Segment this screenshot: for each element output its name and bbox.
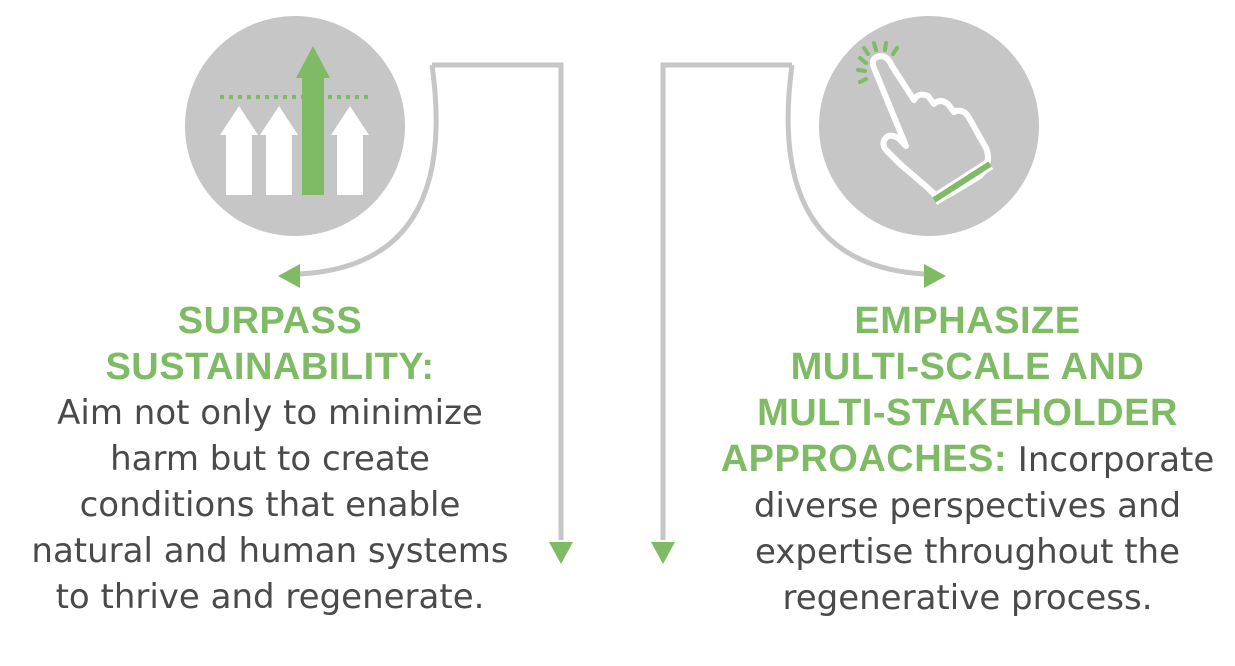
right-vertical-connector bbox=[660, 62, 792, 540]
left-body-line: to thrive and regenerate. bbox=[55, 577, 485, 617]
left-body-line: harm but to create bbox=[110, 439, 430, 479]
right-heading-line-1: EMPHASIZE bbox=[854, 300, 1081, 342]
right-arrowhead-icon bbox=[924, 264, 946, 288]
right-heading-line-4: APPROACHES: bbox=[720, 438, 1007, 480]
right-body-line: diverse perspectives and bbox=[753, 486, 1182, 526]
right-heading-line-2: MULTI-SCALE AND bbox=[790, 346, 1145, 388]
right-text-block: EMPHASIZE MULTI-SCALE AND MULTI-STAKEHOL… bbox=[700, 298, 1235, 621]
right-down-arrowhead-icon bbox=[651, 542, 675, 564]
right-heading-body-line: APPROACHES: Incorporate bbox=[700, 436, 1235, 483]
left-heading-line-1: SURPASS bbox=[177, 300, 363, 342]
left-body-line: conditions that enable bbox=[79, 485, 461, 525]
left-arrowhead-icon bbox=[278, 264, 300, 288]
right-heading-line-3: MULTI-STAKEHOLDER bbox=[757, 392, 1178, 434]
left-curved-connector bbox=[299, 64, 439, 277]
left-icon-circle bbox=[185, 16, 405, 236]
right-body-line: expertise throughout the bbox=[754, 532, 1181, 572]
right-body-lead: Incorporate bbox=[1007, 440, 1215, 480]
left-vertical-connector bbox=[432, 62, 564, 540]
right-icon-circle bbox=[819, 16, 1039, 236]
left-body-line: Aim not only to minimize bbox=[57, 393, 483, 433]
connector-lines bbox=[299, 62, 926, 540]
left-down-arrowhead-icon bbox=[549, 542, 573, 564]
right-body-line: regenerative process. bbox=[782, 578, 1153, 618]
arrows-up-icon bbox=[220, 46, 370, 195]
left-heading-line-2: SUSTAINABILITY: bbox=[105, 346, 435, 388]
right-curved-connector bbox=[785, 64, 926, 277]
pointing-hand-icon bbox=[856, 41, 994, 206]
left-text-block: SURPASS SUSTAINABILITY: Aim not only to … bbox=[0, 298, 540, 620]
left-body-line: natural and human systems bbox=[31, 531, 509, 571]
